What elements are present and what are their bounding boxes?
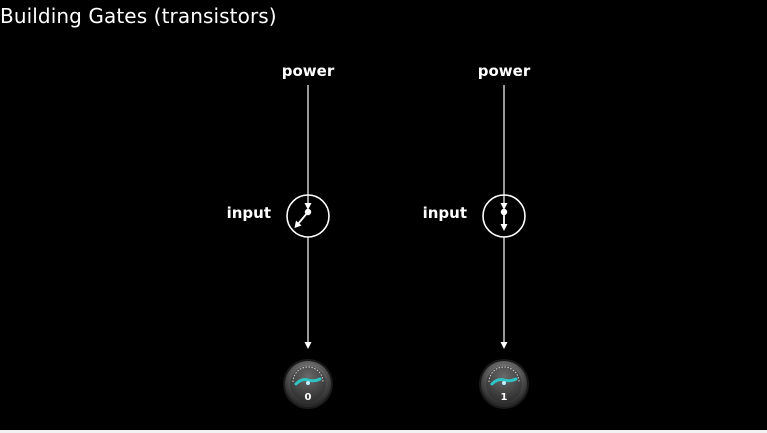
transistor-left: power input 0: [227, 62, 335, 409]
meter-needle-left: [294, 377, 322, 386]
meter-left: 0: [283, 359, 333, 409]
bottom-border: [0, 430, 767, 433]
switch-lever-arrow-right: [500, 224, 508, 231]
meter-value-right: 1: [501, 392, 508, 403]
power-arrow-left: [304, 203, 312, 210]
power-label-right: power: [478, 62, 531, 80]
input-label-left: input: [227, 204, 271, 222]
output-arrow-left: [304, 342, 312, 349]
power-label-left: power: [282, 62, 335, 80]
power-arrow-right: [500, 203, 508, 210]
transistor-right: power input 1: [423, 62, 531, 409]
slide-title: Building Gates (transistors): [0, 4, 277, 28]
meter-right: 1: [479, 359, 529, 409]
switch-lever-arrow-left: [294, 220, 302, 228]
meter-needle-right: [490, 377, 518, 386]
switch-lever-left: [297, 211, 309, 225]
output-arrow-right: [500, 342, 508, 349]
input-label-right: input: [423, 204, 467, 222]
meter-value-left: 0: [305, 392, 312, 403]
